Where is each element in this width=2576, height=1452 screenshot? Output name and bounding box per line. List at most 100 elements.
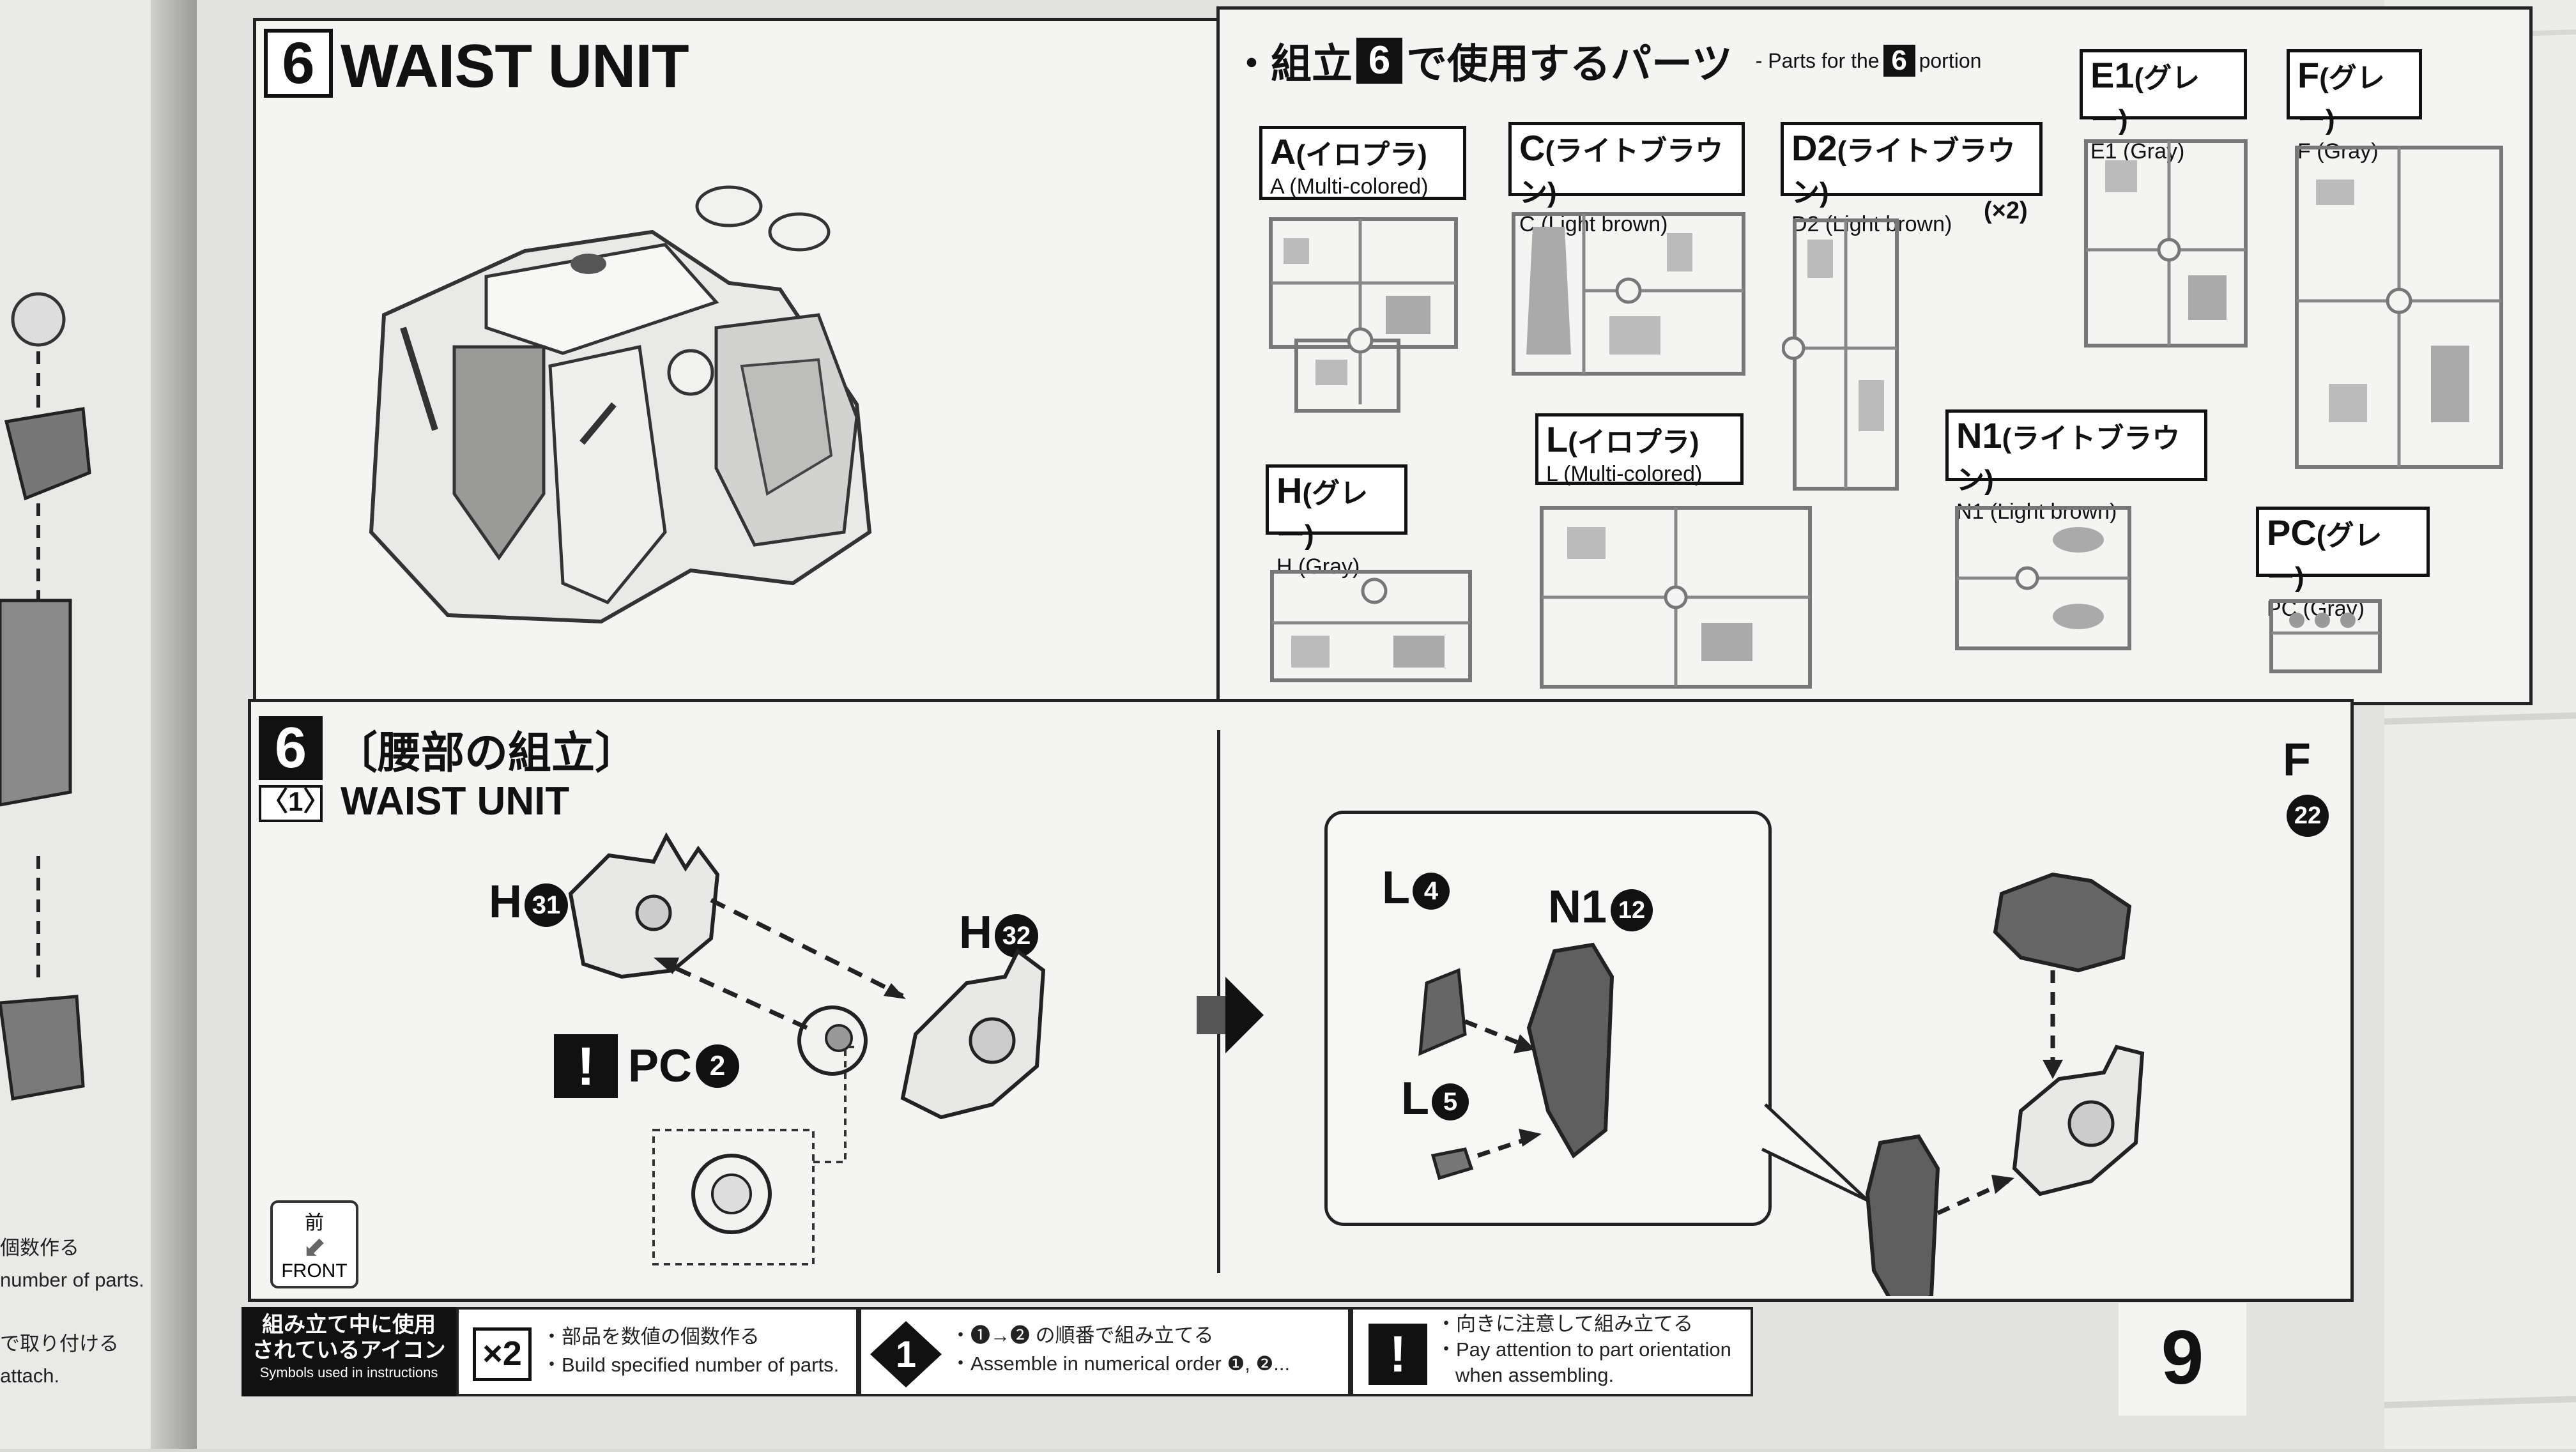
part-pc2-number: 2	[696, 1044, 740, 1088]
runner-e1-jp: (グレー)	[2090, 63, 2200, 135]
waist-unit-illustration	[369, 185, 872, 624]
runner-label-a: A(イロプラ) A (Multi-colored)	[1259, 126, 1466, 200]
runner-c-sprue	[1512, 212, 1745, 376]
parts-header-en-prefix: - Parts for the	[1755, 49, 1880, 72]
legend-item-quantity: ×2 ・部品を数値の個数作る ・Build specified number o…	[456, 1307, 859, 1396]
orientation-warning-icon: !	[554, 1034, 618, 1098]
runner-n1-jp: (ライトブラウン)	[1956, 423, 2181, 496]
runner-d2-jp: (ライトブラウン)	[1791, 135, 2016, 208]
part-f22-number: 22	[2287, 794, 2329, 837]
runner-label-pc: PC(グレー) PC (Gray)	[2256, 507, 2430, 621]
runner-e1-sprue	[2084, 139, 2248, 348]
assembly-substep: 〈1〉	[259, 785, 330, 822]
legend-item-orientation: ! ・向きに注意して組み立てる ・Pay attention to part o…	[1351, 1307, 1753, 1396]
parts-header-suffix: で使用するパーツ	[1406, 41, 1733, 87]
overview-panel: 6 WAIST UNIT	[253, 18, 1222, 705]
runner-h-en: H (Gray)	[1276, 554, 1360, 579]
runner-pc-jp: (グレー)	[2267, 520, 2382, 593]
svg-text:1: 1	[896, 1334, 916, 1375]
runner-pc-sprue	[2269, 599, 2382, 673]
overview-title: WAIST UNIT	[341, 32, 689, 100]
part-label-f22: F 22	[2283, 734, 2350, 839]
part-h31-runner: H	[489, 876, 522, 928]
parts-header-bullet: ・	[1232, 42, 1271, 86]
assembly-step-badge: 6	[259, 716, 323, 780]
waist-frame-assembly-diagram	[568, 832, 1046, 1265]
runner-f-jp: (グレー)	[2297, 63, 2385, 135]
page-number-box: 9	[2119, 1303, 2246, 1416]
part-n1-runner: N1	[1548, 882, 1607, 933]
legend-heading-jp-1: 組み立て中に使用	[262, 1313, 436, 1337]
left-text-2: number of parts.	[0, 1269, 144, 1291]
runner-h-jp: (グレー)	[1276, 478, 1368, 551]
parts-header-prefix: 組立	[1271, 41, 1353, 87]
runner-n1-id: N1	[1956, 415, 2002, 455]
runner-l-en: L (Multi-colored)	[1546, 462, 1703, 486]
front-direction-indicator: 前 ⬋ FRONT	[270, 1200, 358, 1288]
runner-f-en: F (Gray)	[2297, 139, 2379, 164]
front-arrow-icon: ⬋	[302, 1232, 326, 1263]
runner-label-l: L(イロプラ) L (Multi-colored)	[1535, 413, 1744, 486]
runner-d2-quantity: (×2)	[1984, 197, 2028, 224]
part-h32-runner: H	[959, 907, 992, 958]
parts-panel: ・ 組立 6 で使用するパーツ - Parts for the 6 portio…	[1216, 6, 2533, 705]
assembly-title-en: WAIST UNIT	[341, 779, 570, 823]
step-number-badge: 6	[264, 29, 333, 98]
legend-heading-en: Symbols used in instructions	[259, 1364, 438, 1380]
instruction-page: 6 WAIST UNIT ・ 組立 6 で使用するパーツ - Parts for…	[197, 0, 2533, 1449]
legend-orientation-en-2: when assembling.	[1455, 1364, 1614, 1386]
runner-a-sprue	[1269, 217, 1458, 413]
runner-c-id: C	[1519, 128, 1545, 168]
page-number: 9	[2161, 1315, 2204, 1400]
part-l5-number: 5	[1431, 1083, 1469, 1120]
runner-a-en: A (Multi-colored)	[1270, 174, 1429, 199]
orientation-icon: !	[1368, 1324, 1427, 1385]
left-page-diagram	[0, 292, 91, 1101]
legend-heading: 組み立て中に使用 されているアイコン Symbols used in instr…	[241, 1307, 456, 1396]
runner-n1-en: N1 (Light brown)	[1956, 500, 2117, 524]
runner-label-e1: E1(グレー) E1 (Gray)	[2080, 49, 2247, 164]
runner-d2-en: D2 (Light brown)	[1791, 212, 1952, 236]
part-h31-number: 31	[525, 883, 568, 927]
runner-d2-id: D2	[1791, 128, 1837, 168]
legend-quantity-en: ・Build specified number of parts.	[542, 1354, 839, 1376]
legend-order-jp: ・❶→❷ の順番で組み立てる	[951, 1324, 1214, 1347]
part-l5-runner: L	[1401, 1073, 1429, 1124]
runner-f-sprue	[2295, 146, 2503, 469]
front-label-jp: 前	[305, 1212, 324, 1234]
left-text-3: で取り付ける	[0, 1333, 119, 1355]
skirt-armor-assembly-diagram	[1418, 872, 2145, 1296]
runner-h-sprue	[1270, 570, 1472, 682]
runner-label-n1: N1(ライトブラウン) N1 (Light brown)	[1945, 409, 2207, 524]
runner-h-id: H	[1276, 470, 1303, 510]
runner-l-id: L	[1546, 419, 1568, 459]
runner-pc-id: PC	[2267, 512, 2317, 553]
legend-heading-jp-2: されているアイコン	[252, 1338, 446, 1363]
parts-header-en-step-badge: 6	[1883, 45, 1915, 77]
part-f22-runner: F	[2283, 735, 2311, 786]
runner-l-jp: (イロプラ)	[1568, 427, 1699, 458]
parts-header-step-badge: 6	[1356, 38, 1402, 84]
numerical-order-icon: 1	[870, 1321, 942, 1387]
part-label-pc2: ! PC 2	[554, 1034, 740, 1098]
runner-e1-id: E1	[2090, 55, 2135, 95]
parts-header-en-suffix: portion	[1919, 49, 1982, 72]
runner-a-jp: (イロプラ)	[1296, 139, 1427, 171]
part-pc2-runner: PC	[628, 1041, 693, 1092]
front-label-en: FRONT	[281, 1260, 348, 1281]
binding-gutter	[151, 0, 197, 1449]
part-n1-number: 12	[1611, 889, 1653, 931]
runner-a-id: A	[1270, 132, 1296, 172]
parts-header: ・ 組立 6 で使用するパーツ - Parts for the 6 portio…	[1232, 35, 1982, 87]
runner-label-f: F(グレー) F (Gray)	[2287, 49, 2422, 164]
sub-assembly-callout	[1324, 811, 1772, 1226]
runner-c-jp: (ライトブラウン)	[1519, 135, 1724, 208]
legend-quantity-jp: ・部品を数値の個数作る	[542, 1326, 760, 1348]
legend-order-en: ・Assemble in numerical order ❶, ❷...	[951, 1352, 1291, 1375]
assembly-title-jp: 〔腰部の組立〕	[334, 729, 639, 777]
runner-label-c: C(ライトブラウン) C (Light brown)	[1508, 122, 1745, 236]
runner-label-h: H(グレー) H (Gray)	[1266, 464, 1407, 579]
